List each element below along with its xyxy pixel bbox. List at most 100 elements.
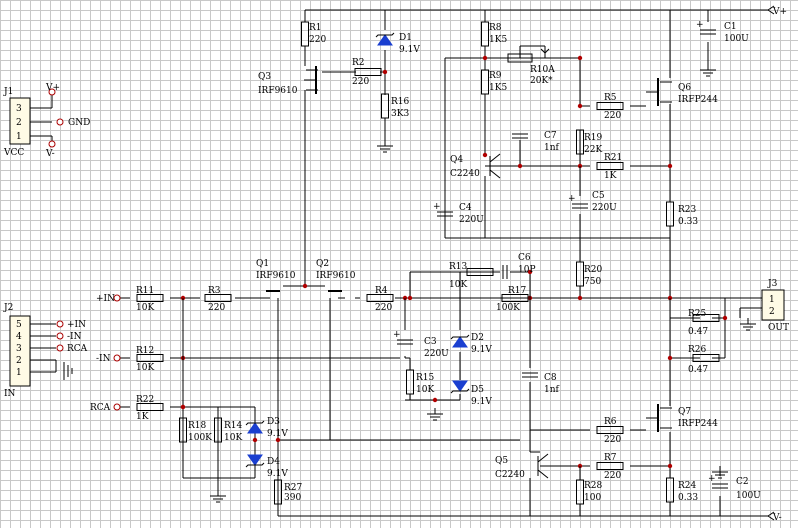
resistor-r13 [466, 268, 494, 276]
value-c2: 100U [736, 491, 761, 501]
terminal [56, 320, 64, 328]
zener-bar [245, 420, 265, 426]
ref-d4: D4 [267, 457, 280, 467]
resistor-r17 [501, 294, 529, 302]
value-r19: 22K [584, 145, 602, 155]
net-vplus: V+ [45, 83, 60, 93]
resistor-r5 [596, 102, 624, 110]
connector-j1 [9, 97, 31, 145]
connector-j3 [761, 289, 785, 321]
connector-pin: 2 [769, 307, 775, 317]
junction-dot [407, 295, 413, 301]
resistor-r4 [366, 294, 394, 302]
part-q7: IRFP244 [678, 419, 718, 429]
ref-r5: R5 [604, 93, 617, 103]
resistor-r2 [354, 68, 382, 76]
value-r27: 390 [284, 493, 301, 503]
ref-d1: D1 [399, 33, 412, 43]
value-r23: 0.33 [678, 217, 698, 227]
ref-r27: R27 [284, 483, 303, 493]
zener-d5 [452, 380, 468, 392]
input-minus: -IN [96, 354, 111, 364]
ref-c5: C5 [592, 191, 605, 201]
resistor-r8 [481, 21, 489, 47]
part-q2: IRF9610 [316, 271, 356, 281]
resistor-r26 [692, 354, 720, 362]
net-rca: RCA [67, 344, 88, 354]
polarity-mark: + [393, 330, 401, 340]
zener-d2 [452, 336, 468, 348]
value-r28: 100 [584, 493, 601, 503]
resistor-r11 [136, 294, 164, 302]
value-c8: 1nf [544, 385, 560, 395]
value-r5: 220 [604, 111, 621, 121]
ref-j1: J1 [3, 87, 13, 97]
value-r12: 10K [136, 363, 154, 373]
rail-vplus: V+ [772, 7, 787, 17]
terminal [56, 332, 64, 340]
resistor-r21 [596, 162, 624, 170]
ref-q5: Q5 [495, 456, 508, 466]
resistor-r15 [406, 369, 414, 395]
wire [767, 5, 775, 11]
ref-r18: R18 [188, 421, 207, 431]
junction-dot [252, 437, 258, 443]
net-plus-in: +IN [67, 320, 86, 330]
ref-r25: R25 [688, 309, 707, 319]
ref-r1: R1 [309, 23, 322, 33]
connector-j3-name: OUT [768, 323, 789, 333]
mosfet-q3 [315, 66, 317, 94]
input-rca: RCA [90, 403, 111, 413]
value-r4: 220 [375, 303, 392, 313]
ref-d2: D2 [471, 333, 484, 343]
value-r9: 1K5 [489, 83, 507, 93]
connector-pin: 4 [16, 332, 22, 342]
wire [544, 48, 550, 54]
junction-dot [667, 355, 673, 361]
potentiometer-r10a [507, 53, 533, 63]
value-r2: 220 [352, 77, 369, 87]
zener-bar [450, 334, 470, 340]
wire [767, 511, 775, 517]
net-gnd: GND [68, 118, 90, 128]
wire [537, 469, 549, 479]
zener-bar [245, 462, 265, 468]
resistor-r6 [596, 426, 624, 434]
junction-dot [517, 163, 523, 169]
part-q5: C2240 [495, 470, 525, 480]
ref-r23: R23 [678, 205, 697, 215]
mosfet-q7 [657, 404, 659, 432]
ref-q2: Q2 [316, 259, 329, 269]
value-r1: 220 [309, 35, 326, 45]
resistor-r28 [576, 479, 584, 505]
terminal [48, 140, 56, 148]
terminal [113, 403, 121, 411]
junction-dot [577, 55, 583, 61]
resistor-r23 [666, 201, 674, 227]
junction-dot [275, 437, 281, 443]
value-d1: 9.1V [399, 45, 420, 55]
rail-vminus: V- [772, 513, 782, 523]
ref-r2: R2 [352, 58, 365, 68]
junction-dot [382, 69, 388, 75]
value-d5: 9.1V [471, 397, 492, 407]
terminal [56, 118, 64, 126]
wire [489, 169, 501, 179]
ref-c6: C6 [518, 253, 531, 263]
zener-d4 [247, 454, 263, 466]
wire [489, 153, 501, 163]
value-r18: 100K [188, 433, 212, 443]
value-d2: 9.1V [471, 345, 492, 355]
ref-r16: R16 [391, 97, 410, 107]
ref-r6: R6 [604, 417, 617, 427]
resistor-r27 [274, 479, 282, 505]
value-r22: 1K [136, 412, 149, 422]
value-r13: 10K [449, 280, 467, 290]
value-r3: 220 [208, 303, 225, 313]
value-r15: 10K [416, 385, 434, 395]
junction-dot [527, 269, 533, 275]
ref-q1: Q1 [256, 259, 269, 269]
ref-q7: Q7 [678, 407, 691, 417]
value-r20: 750 [584, 277, 601, 287]
